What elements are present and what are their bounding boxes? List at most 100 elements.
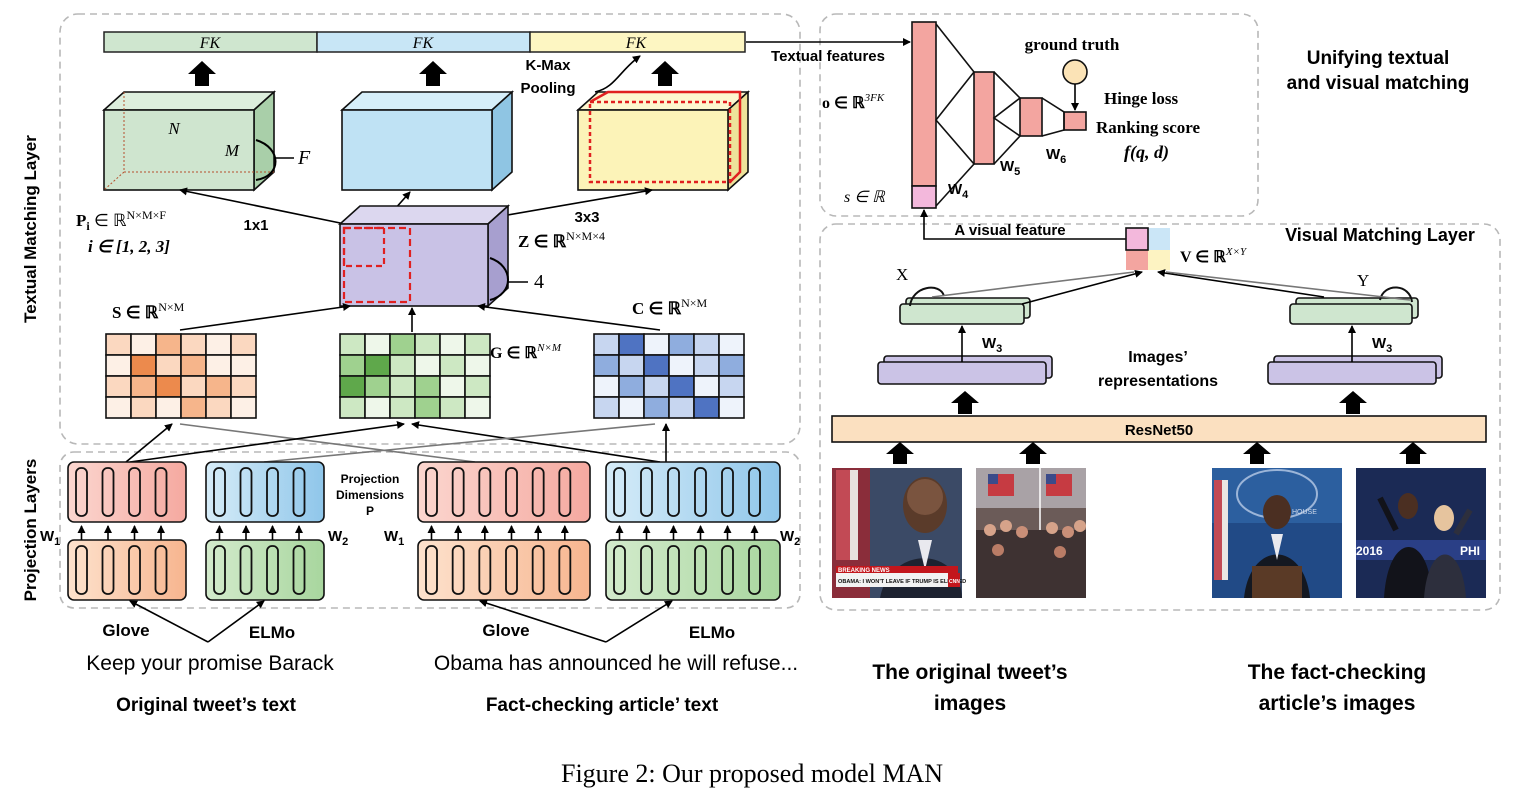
fc-edges-3 xyxy=(1041,97,1065,137)
matrix-cell xyxy=(339,354,366,377)
matrix-cell xyxy=(464,354,491,377)
z-formula: Z ∈ ℝN×M×4 xyxy=(518,229,605,251)
cube-f-label: F xyxy=(297,147,311,169)
year-text: 2016 xyxy=(1356,544,1383,558)
projection-dims-line3: P xyxy=(366,504,374,518)
matrix-cell xyxy=(414,375,441,398)
s-cell xyxy=(911,185,937,209)
c-formula: C ∈ ℝN×M xyxy=(632,296,707,318)
arrow-article-to-glove xyxy=(479,599,607,643)
matrix-cell xyxy=(155,333,182,356)
vector-cell xyxy=(613,545,626,595)
matrix-cell xyxy=(643,354,670,377)
w4-label: W4 xyxy=(948,181,969,201)
w5-label: W5 xyxy=(1000,158,1020,178)
w1-label-right: W1 xyxy=(384,528,404,548)
vector-cell xyxy=(640,467,653,517)
ranking-score-label: Ranking score xyxy=(1096,118,1201,137)
w2-label-right: W2 xyxy=(780,528,800,548)
cube-4-label: 4 xyxy=(534,271,544,293)
p-i-formula: Pi ∈ ℝN×M×F xyxy=(76,208,166,233)
vector-cell xyxy=(239,545,253,595)
v-formula: V ∈ ℝX×Y xyxy=(1180,246,1248,266)
v-matrix xyxy=(1125,227,1170,270)
arrow-right-rep-to-v-1 xyxy=(1157,269,1325,298)
matrix-cell xyxy=(230,375,257,398)
s-formula: S ∈ ℝN×M xyxy=(112,300,185,322)
tweet-image-1: BREAKING NEWS OBAMA: I WON'T LEAVE IF TR… xyxy=(832,468,966,598)
vector-cell xyxy=(266,545,279,595)
vector-cell xyxy=(478,467,492,517)
arrow-c-to-z xyxy=(477,302,661,331)
matrix-cell xyxy=(439,333,466,356)
vector-cell xyxy=(213,545,226,595)
textual-matching-region xyxy=(59,13,801,445)
matrix-cell xyxy=(130,375,157,398)
matrix-cell xyxy=(130,333,157,356)
fc-image-2: 2016 PHI xyxy=(1356,468,1486,598)
arrow-tweet-to-glove xyxy=(129,600,209,643)
arrow-proj-b-to-c xyxy=(263,423,656,463)
projection-box xyxy=(205,461,325,523)
matrix-cell xyxy=(593,396,620,419)
glove-label-left: Glove xyxy=(102,621,149,640)
up-arrow-img-3 xyxy=(1243,442,1271,464)
projection-region xyxy=(59,451,801,609)
visual-feature-label: A visual feature xyxy=(954,222,1065,239)
matrix-cell xyxy=(643,333,670,356)
matrix-cell xyxy=(718,375,745,398)
phi-text: PHI xyxy=(1460,544,1480,558)
kmax-label-line1: K-Max xyxy=(525,57,571,74)
resnet50-bar xyxy=(831,415,1487,443)
arrow-right-rep-to-v-2 xyxy=(1165,271,1411,301)
matrix-cell xyxy=(155,375,182,398)
fc-images-label-line2: article’s images xyxy=(1259,692,1416,715)
resnet50-label: ResNet50 xyxy=(1125,422,1193,439)
image-rep-stack-left xyxy=(877,286,1053,385)
cube-p1: N M F xyxy=(101,90,311,192)
matrix-cell xyxy=(414,333,441,356)
projection-dims-line2: Dimensions xyxy=(336,488,404,502)
matrix-cell xyxy=(364,354,391,377)
matrix-cell xyxy=(693,396,720,419)
arrow-visual-feature xyxy=(920,209,1126,240)
vector-cell xyxy=(694,467,707,517)
matrix-cell xyxy=(618,333,645,356)
unifying-region xyxy=(819,13,1259,217)
matrix-cell xyxy=(464,396,491,419)
matrix-cell xyxy=(105,396,132,419)
matrix-cell xyxy=(339,333,366,356)
x-label: X xyxy=(896,265,908,284)
matrix-cell xyxy=(389,396,416,419)
fk-label-3: FK xyxy=(625,35,648,52)
kmax-curved-arrow xyxy=(594,55,641,93)
vector-cell xyxy=(292,545,306,595)
vector-cell xyxy=(425,545,438,595)
matrix-cell xyxy=(618,375,645,398)
w3-label-right: W3 xyxy=(1372,335,1392,355)
images-rep-label-line2: representations xyxy=(1098,373,1218,390)
matrix-cell xyxy=(414,396,441,419)
ticker-text: OBAMA: I WON'T LEAVE IF TRUMP IS ELECTED xyxy=(838,579,966,585)
vector-cell xyxy=(101,545,115,595)
projection-box xyxy=(205,539,325,601)
vector-cell xyxy=(478,545,492,595)
article-text-label: Fact-checking article’ text xyxy=(486,695,719,716)
up-arrow-fk-2 xyxy=(419,61,447,86)
vector-cell xyxy=(154,467,168,517)
y-label: Y xyxy=(1357,271,1369,290)
matrix-cell xyxy=(693,375,720,398)
ticker-breaking: BREAKING NEWS xyxy=(838,568,890,574)
matrix-cell xyxy=(593,354,620,377)
projection-box xyxy=(417,539,591,601)
matrix-cell xyxy=(464,375,491,398)
projection-box xyxy=(67,461,187,523)
matrix-cell xyxy=(693,333,720,356)
matrix-cell xyxy=(339,396,366,419)
cube-p2 xyxy=(339,90,515,192)
up-arrow-fk-3 xyxy=(651,61,679,86)
unifying-label-line1: Unifying textual xyxy=(1307,48,1450,69)
matrix-cell xyxy=(130,354,157,377)
matrix-cell xyxy=(180,375,207,398)
o-formula: o ∈ ℝ3FK xyxy=(822,92,885,112)
